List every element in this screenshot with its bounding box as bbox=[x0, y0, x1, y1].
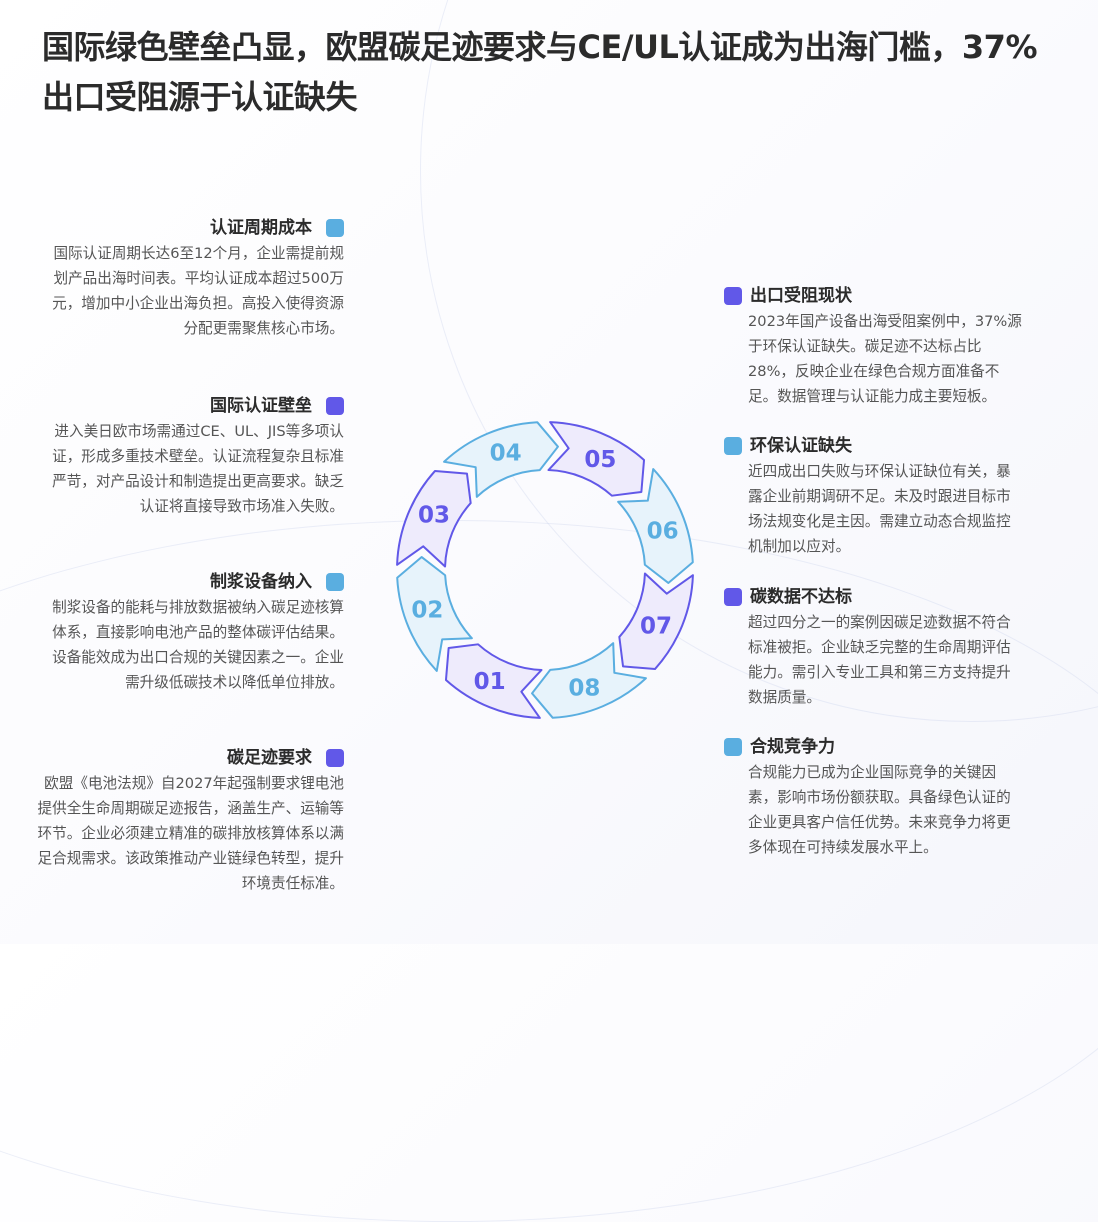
item-description: 制浆设备的能耗与排放数据被纳入碳足迹核算体系，直接影响电池产品的整体碳评估结果。… bbox=[52, 599, 344, 691]
right-item-export-status: 出口受阻现状 2023年国产设备出海受阻案例中，37%源于环保认证缺失。碳足迹不… bbox=[724, 283, 1024, 409]
segment-shape bbox=[617, 468, 694, 584]
segment-number: 02 bbox=[411, 597, 443, 623]
cycle-segment-08: 08 bbox=[531, 642, 647, 719]
item-description: 欧盟《电池法规》自2027年起强制要求锂电池提供全生命周期碳足迹报告，涵盖生产、… bbox=[37, 775, 344, 892]
segment-shape bbox=[396, 469, 472, 568]
cycle-diagram: 01 02 03 04 05 06 07 08 bbox=[396, 421, 694, 719]
item-description: 进入美日欧市场需通过CE、UL、JIS等多项认证，形成多重技术壁垒。认证流程复杂… bbox=[52, 423, 344, 515]
square-marker-icon bbox=[326, 573, 344, 591]
item-heading: 认证周期成本 bbox=[210, 218, 312, 238]
square-marker-icon bbox=[724, 588, 742, 606]
cycle-segment-06: 06 bbox=[617, 468, 694, 584]
segment-shape bbox=[531, 642, 647, 719]
item-description: 2023年国产设备出海受阻案例中，37%源于环保认证缺失。碳足迹不达标占比28%… bbox=[748, 313, 1022, 405]
item-heading: 碳足迹要求 bbox=[227, 748, 312, 768]
cycle-segment-03: 03 bbox=[396, 469, 472, 568]
segment-shape bbox=[444, 643, 543, 719]
cycle-segment-07: 07 bbox=[618, 572, 694, 671]
right-item-compliance: 合规竞争力 合规能力已成为企业国际竞争的关键因素，影响市场份额获取。具备绿色认证… bbox=[724, 734, 1024, 860]
item-heading: 出口受阻现状 bbox=[750, 286, 852, 306]
cycle-segment-04: 04 bbox=[443, 421, 559, 498]
square-marker-icon bbox=[724, 738, 742, 756]
item-description: 超过四分之一的案例因碳足迹数据不符合标准被拒。企业缺乏完整的生命周期评估能力。需… bbox=[748, 614, 1011, 706]
square-marker-icon bbox=[724, 437, 742, 455]
square-marker-icon bbox=[724, 287, 742, 305]
right-item-carbon-data: 碳数据不达标 超过四分之一的案例因碳足迹数据不符合标准被拒。企业缺乏完整的生命周… bbox=[724, 584, 1024, 710]
segment-number: 08 bbox=[568, 676, 600, 702]
segment-shape bbox=[396, 556, 473, 672]
segment-shape bbox=[443, 421, 559, 498]
left-item-carbon-footprint: 碳足迹要求 欧盟《电池法规》自2027年起强制要求锂电池提供全生命周期碳足迹报告… bbox=[36, 745, 344, 896]
segment-number: 07 bbox=[640, 613, 672, 639]
left-item-intl-barrier: 国际认证壁垒 进入美日欧市场需通过CE、UL、JIS等多项认证，形成多重技术壁垒… bbox=[44, 393, 344, 519]
item-heading: 制浆设备纳入 bbox=[210, 572, 312, 592]
right-item-env-cert-missing: 环保认证缺失 近四成出口失败与环保认证缺位有关，暴露企业前期调研不足。未及时跟进… bbox=[724, 433, 1024, 559]
segment-number: 04 bbox=[490, 440, 522, 466]
segment-shape bbox=[547, 421, 646, 497]
square-marker-icon bbox=[326, 219, 344, 237]
segment-number: 03 bbox=[418, 503, 450, 529]
segment-number: 01 bbox=[474, 669, 506, 695]
cycle-segment-02: 02 bbox=[396, 556, 473, 672]
cycle-segment-01: 01 bbox=[444, 643, 543, 719]
segment-number: 06 bbox=[647, 519, 679, 545]
square-marker-icon bbox=[326, 749, 344, 767]
item-heading: 环保认证缺失 bbox=[750, 436, 852, 456]
item-heading: 碳数据不达标 bbox=[750, 587, 852, 607]
page-title: 国际绿色壁垒凸显，欧盟碳足迹要求与CE/UL认证成为出海门槛，37%出口受阻源于… bbox=[42, 28, 1038, 116]
left-item-pulping-equipment: 制浆设备纳入 制浆设备的能耗与排放数据被纳入碳足迹核算体系，直接影响电池产品的整… bbox=[44, 569, 344, 695]
segment-number: 05 bbox=[584, 447, 616, 473]
cycle-segment-05: 05 bbox=[547, 421, 646, 497]
item-heading: 国际认证壁垒 bbox=[210, 396, 312, 416]
left-item-cert-cost: 认证周期成本 国际认证周期长达6至12个月，企业需提前规划产品出海时间表。平均认… bbox=[44, 215, 344, 341]
item-heading: 合规竞争力 bbox=[750, 737, 835, 757]
item-description: 合规能力已成为企业国际竞争的关键因素，影响市场份额获取。具备绿色认证的企业更具客… bbox=[748, 764, 1011, 856]
item-description: 国际认证周期长达6至12个月，企业需提前规划产品出海时间表。平均认证成本超过50… bbox=[52, 245, 344, 337]
segment-shape bbox=[618, 572, 694, 671]
square-marker-icon bbox=[326, 397, 344, 415]
item-description: 近四成出口失败与环保认证缺位有关，暴露企业前期调研不足。未及时跟进目标市场法规变… bbox=[748, 463, 1011, 555]
